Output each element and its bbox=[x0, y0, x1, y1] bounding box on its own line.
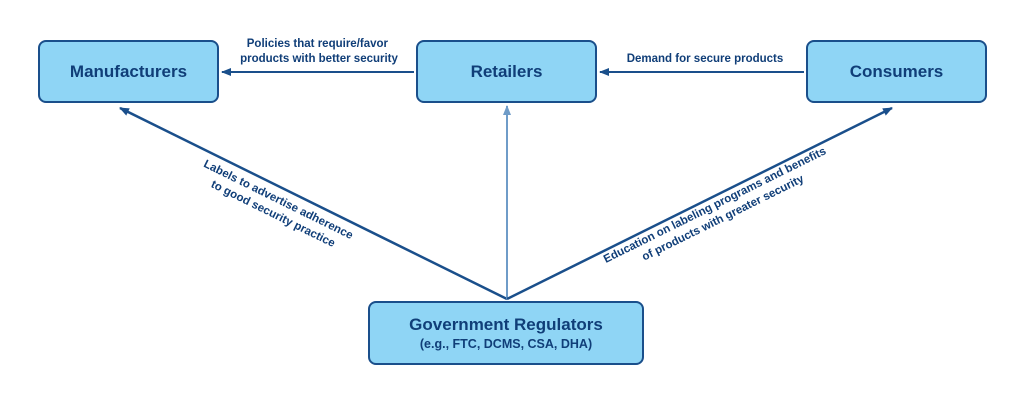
label-regulators-to-consumers: Education on labeling programs and benef… bbox=[602, 144, 838, 279]
node-consumers: Consumers bbox=[806, 40, 987, 103]
node-manufacturers: Manufacturers bbox=[38, 40, 219, 103]
svg-text:Labels to advertise adherence: Labels to advertise adherence to good se… bbox=[195, 158, 358, 257]
label-regulators-to-manufacturers: Labels to advertise adherence to good se… bbox=[195, 158, 358, 257]
node-government-regulators: Government Regulators (e.g., FTC, DCMS, … bbox=[368, 301, 644, 365]
svg-text:Education on labeling programs: Education on labeling programs and benef… bbox=[602, 144, 838, 279]
arrow-regulators-to-manufacturers bbox=[119, 106, 508, 301]
node-label: Retailers bbox=[470, 61, 543, 81]
node-label: Manufacturers bbox=[69, 61, 188, 81]
label-consumers-to-retailers: Demand for secure products bbox=[627, 53, 784, 65]
label-retailers-to-manufacturers: Policies that require/favor products wit… bbox=[240, 38, 398, 65]
node-retailers: Retailers bbox=[416, 40, 597, 103]
node-label: Government Regulators bbox=[409, 315, 603, 334]
node-label: Consumers bbox=[849, 61, 944, 81]
arrow-regulators-to-consumers bbox=[506, 106, 893, 301]
node-sublabel: (e.g., FTC, DCMS, CSA, DHA) bbox=[419, 337, 593, 351]
